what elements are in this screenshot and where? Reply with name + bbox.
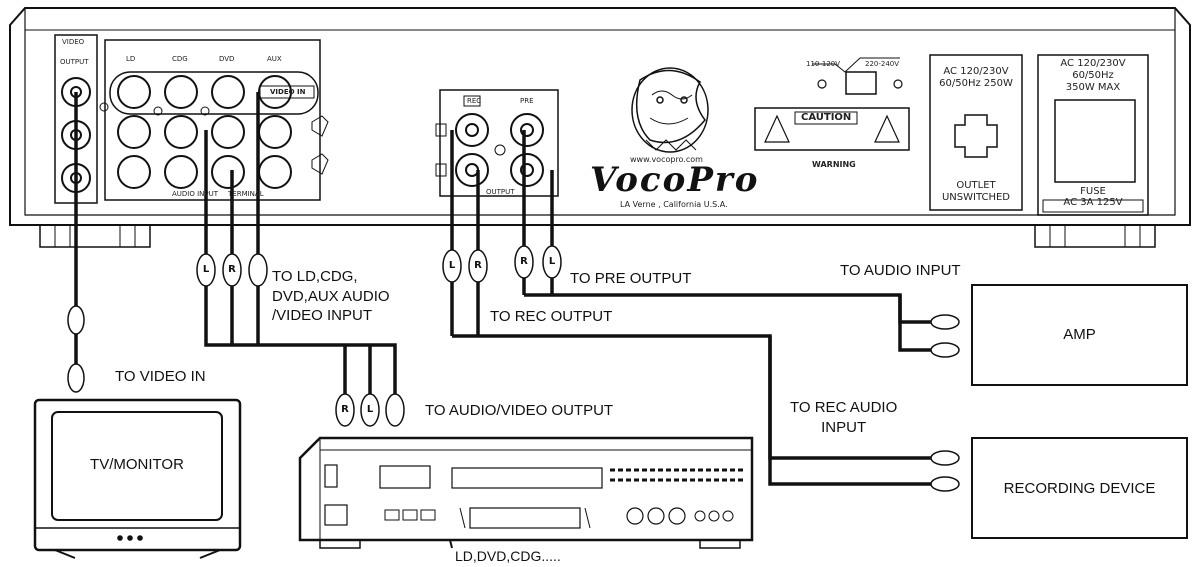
power-fuse-panel	[1037, 54, 1149, 216]
outlet-label: OUTLET UNSWITCHED	[941, 180, 1011, 203]
warning-text: WARNING	[812, 160, 856, 169]
plug-left-input: L	[202, 264, 210, 275]
voltage-low-label: 110-120V	[806, 60, 841, 68]
caution-label	[754, 107, 910, 151]
recording-device-label: RECORDING DEVICE	[1003, 480, 1156, 497]
label-to-ld-cdg-input: TO LD,CDG, DVD,AUX AUDIO /VIDEO INPUT	[272, 268, 390, 324]
rec-label: REC	[467, 97, 482, 105]
plug-left-rec: L	[448, 260, 456, 271]
plug-right-pre: R	[520, 256, 528, 267]
website-text: www.vocopro.com	[630, 155, 703, 164]
label-to-av-output: TO AUDIO/VIDEO OUTPUT	[425, 402, 614, 419]
recording-device-box	[971, 437, 1188, 539]
plug-left-pre: L	[548, 256, 556, 267]
plug-right-player: R	[341, 404, 349, 415]
video-header: VIDEO	[62, 38, 85, 46]
input-label-dvd: DVD	[219, 55, 235, 63]
karaoke-unit-rear-panel	[9, 7, 1191, 248]
video-in-tag: VIDEO IN	[270, 88, 306, 96]
vocopro-emblem	[631, 67, 709, 153]
video-output-label: OUTPUT	[60, 58, 89, 66]
location-text: LA Verne , California U.S.A.	[620, 200, 728, 209]
input-jack-block	[104, 39, 329, 201]
terminal-label: TERMINAL	[228, 190, 264, 198]
outlet-rating: AC 120/230V 60/50Hz 250W	[939, 66, 1013, 89]
tv-label: TV/MONITOR	[90, 456, 184, 473]
disc-player	[298, 436, 754, 549]
caution-text: CAUTION	[801, 112, 852, 123]
fuse-label: FUSE AC 3A 125V	[1063, 186, 1123, 208]
ac-outlet	[929, 54, 1023, 211]
player-caption: LD,DVD,CDG.....	[455, 548, 561, 564]
input-label-cdg: CDG	[172, 55, 188, 63]
audio-input-label: AUDIO INPUT	[172, 190, 219, 198]
label-to-audio-input: TO AUDIO INPUT	[840, 262, 961, 279]
power-rating: AC 120/230V 60/50Hz 350W MAX	[1060, 58, 1126, 93]
voltage-selector	[812, 57, 903, 95]
rca-plugs	[67, 245, 960, 492]
plug-right-rec: R	[474, 260, 482, 271]
amp-box	[971, 284, 1188, 386]
pre-label: PRE	[520, 97, 534, 105]
tv-monitor	[33, 398, 242, 559]
brand-logo: VocoPro	[590, 160, 760, 200]
input-label-ld: LD	[126, 55, 136, 63]
plug-right-input: R	[228, 264, 236, 275]
voltage-high-label: 220-240V	[865, 60, 900, 68]
label-to-video-in: TO VIDEO IN	[115, 368, 206, 385]
output-label: OUTPUT	[486, 188, 515, 196]
label-to-rec-audio-input: TO REC AUDIO INPUT	[790, 399, 898, 436]
video-output-jacks	[54, 34, 109, 204]
plug-left-player: L	[366, 404, 374, 415]
label-to-rec-output: TO REC OUTPUT	[490, 308, 613, 325]
amp-label: AMP	[1063, 326, 1096, 343]
rec-pre-output-block	[435, 89, 559, 197]
label-to-pre-output: TO PRE OUTPUT	[570, 270, 692, 287]
input-label-aux: AUX	[267, 55, 282, 63]
